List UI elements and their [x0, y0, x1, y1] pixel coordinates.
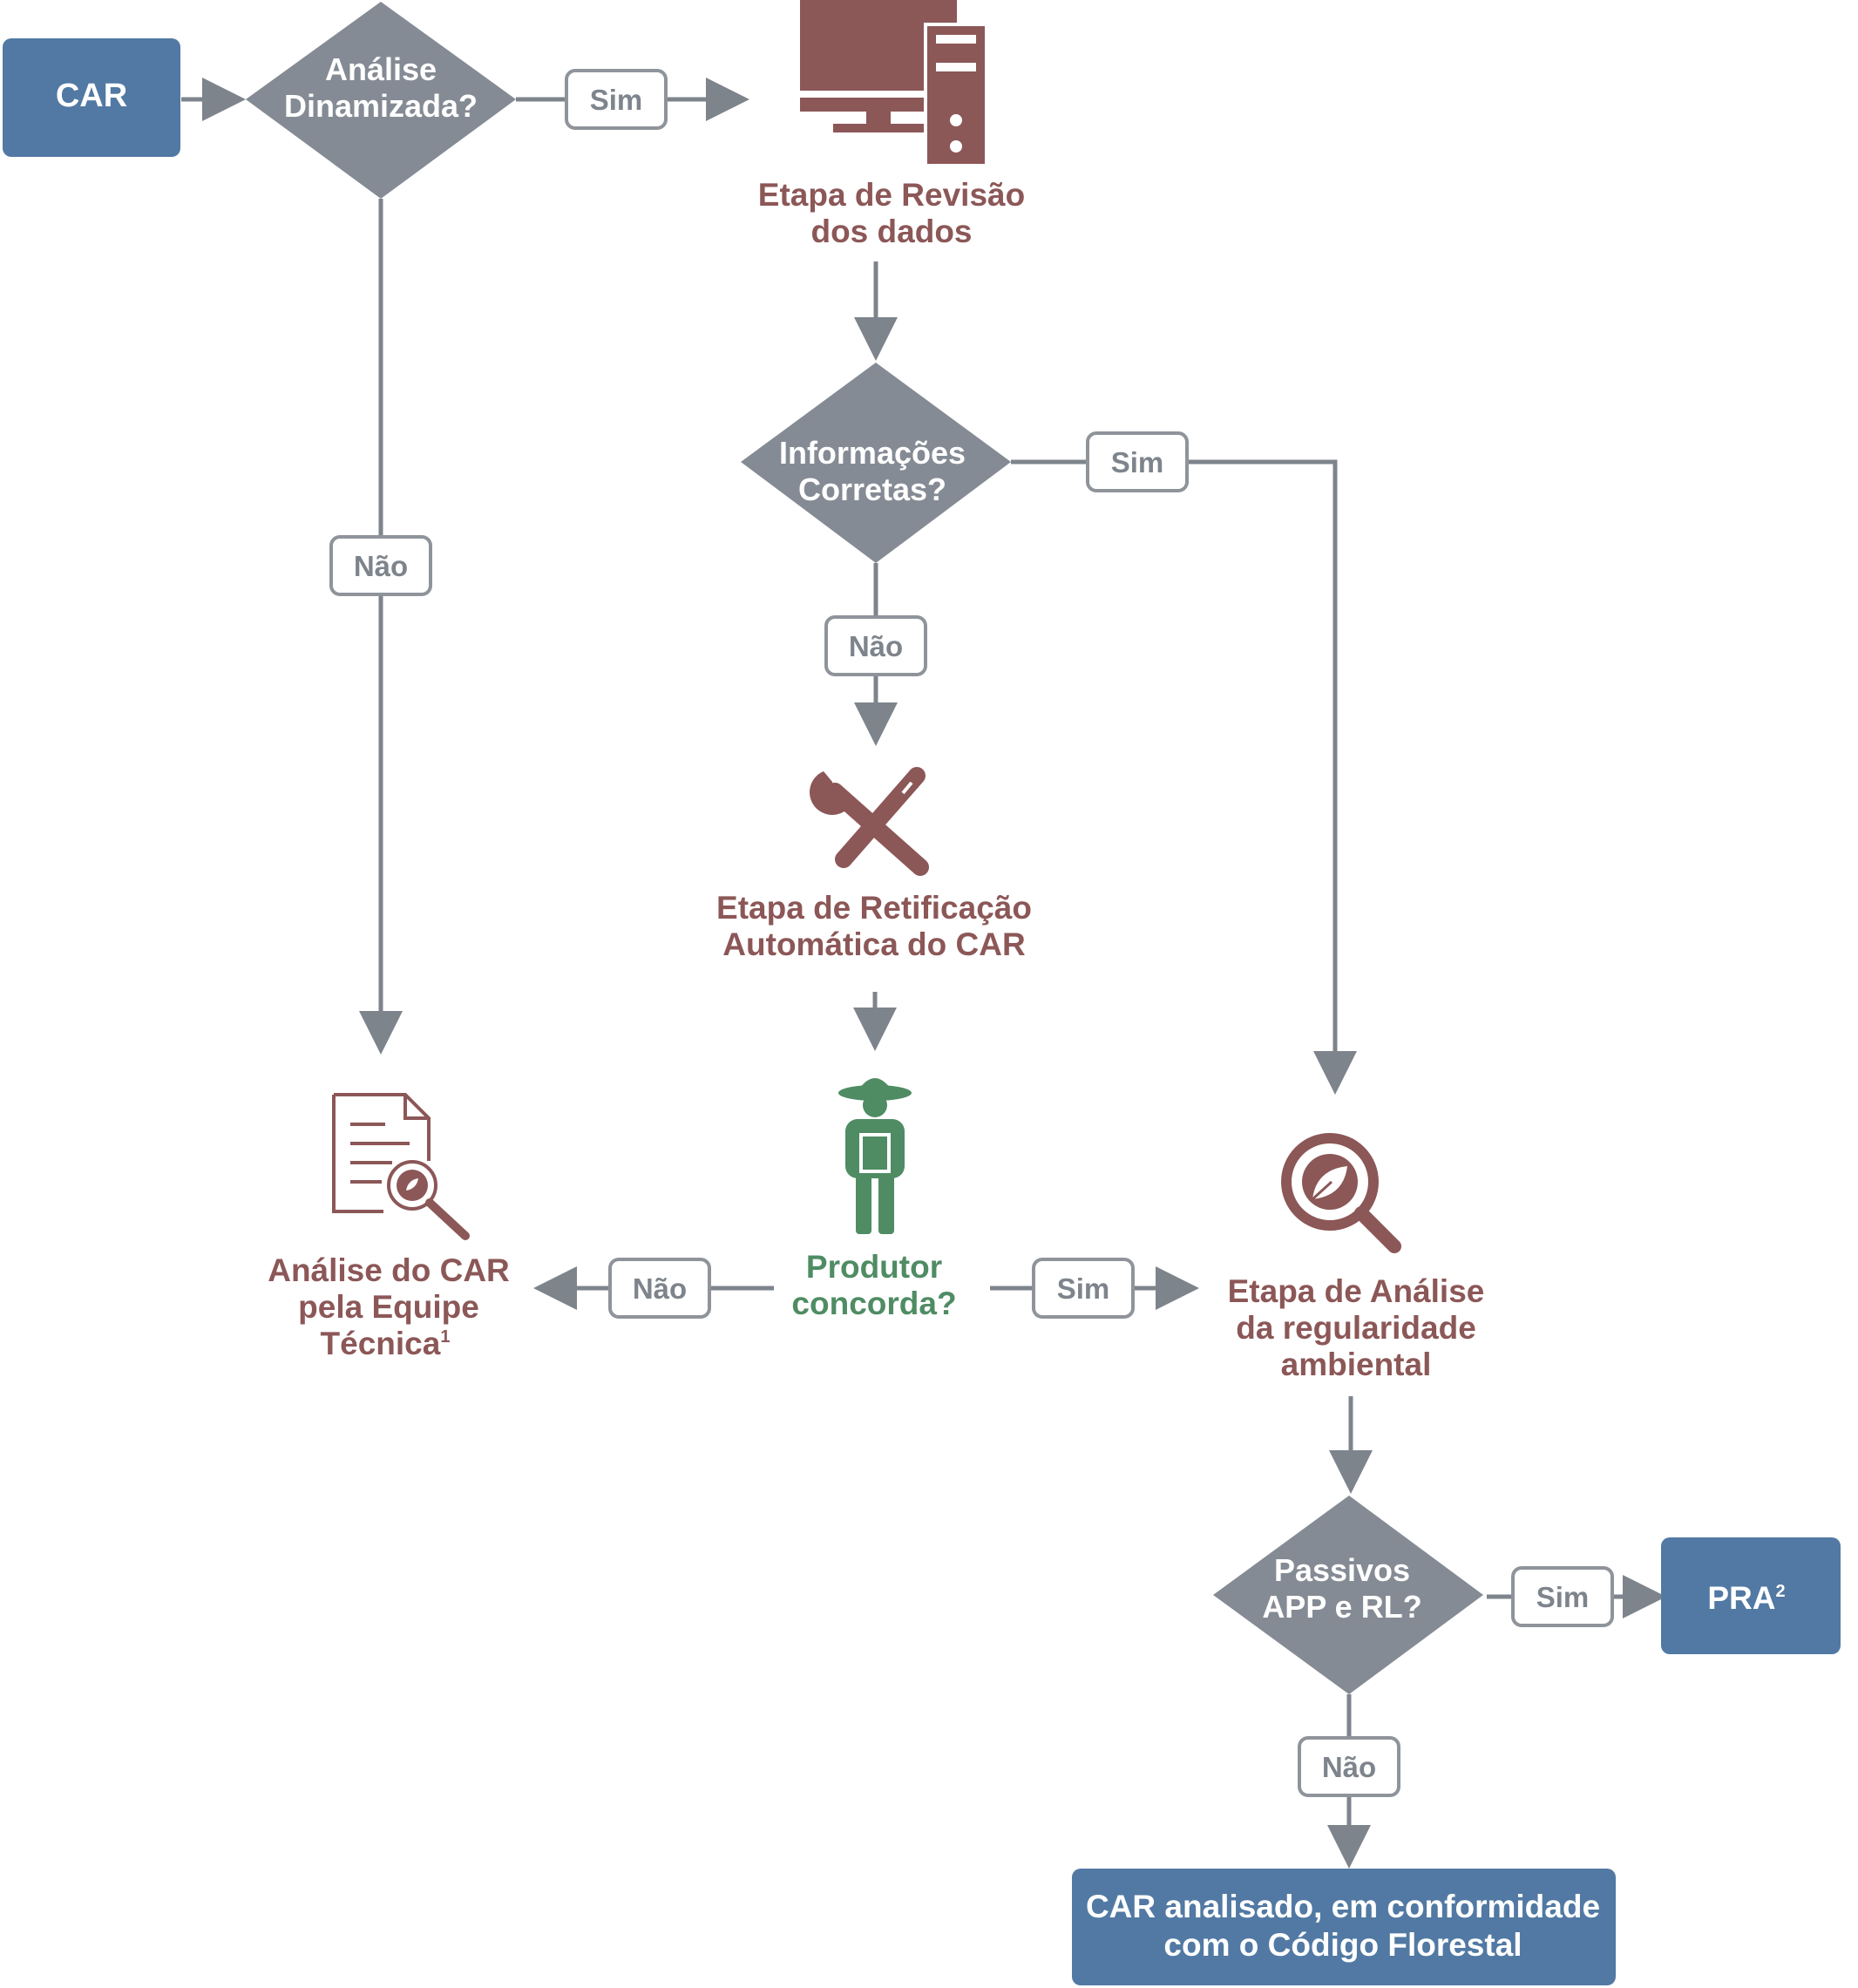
edge-label-informacoes-sim: Sim	[1086, 431, 1189, 492]
document-search-icon	[332, 1093, 470, 1240]
analise-equipe-line3: Técnica1	[321, 1326, 451, 1361]
decision-analise-dinamizada: Análise Dinamizada?	[246, 2, 516, 199]
decision-dinamizada-line2: Dinamizada?	[284, 88, 478, 124]
node-analise-equipe: Análise do CAR pela Equipe Técnica1	[268, 1252, 510, 1361]
car-final-line2: com o Código Florestal	[1163, 1927, 1522, 1963]
produtor-line2: concorda?	[791, 1286, 956, 1321]
edge-informacoes-sim-b	[1187, 459, 1357, 1095]
edge-label-dinamizada-nao: Não	[329, 535, 432, 596]
car-final-box: CAR analisado, em conformidade com o Cód…	[1072, 1869, 1616, 1985]
car-start-box: CAR	[3, 38, 180, 157]
label-nao: Não	[849, 630, 903, 662]
pra-box: PRA2	[1661, 1537, 1841, 1654]
analise-equipe-line2: pela Equipe	[298, 1289, 479, 1325]
label-sim: Sim	[1111, 446, 1164, 478]
edge-label-produtor-sim: Sim	[1032, 1258, 1135, 1319]
footnote-2: 2	[1776, 1582, 1786, 1601]
node-analise-regularidade: Etapa de Análise da regularidade ambient…	[1228, 1273, 1485, 1382]
decision-passivos-line1: Passivos	[1274, 1552, 1410, 1588]
farmer-icon	[838, 1078, 912, 1234]
node-produtor-concorda: Produtor concorda?	[791, 1249, 956, 1321]
label-sim: Sim	[1057, 1272, 1110, 1305]
edge-label-passivos-nao: Não	[1298, 1736, 1400, 1797]
retificacao-line1: Etapa de Retificação	[716, 890, 1032, 926]
label-nao: Não	[633, 1272, 687, 1305]
computer-icon	[800, 0, 985, 166]
regularidade-line2: da regularidade	[1236, 1310, 1476, 1346]
label-nao: Não	[1322, 1751, 1376, 1783]
label-sim: Sim	[590, 84, 643, 116]
connectors	[181, 78, 1666, 1869]
node-etapa-revisao: Etapa de Revisão dos dados	[758, 177, 1025, 249]
pra-label: PRA2	[1707, 1580, 1785, 1616]
retificacao-line2: Automática do CAR	[722, 926, 1025, 962]
leaf-magnifier-icon	[1281, 1133, 1401, 1253]
edge-label-produtor-nao: Não	[608, 1258, 711, 1319]
edge-label-informacoes-nao: Não	[824, 615, 927, 676]
car-final-line1: CAR analisado, em conformidade	[1086, 1889, 1600, 1924]
edge-label-dinamizada-sim: Sim	[565, 69, 668, 130]
regularidade-line1: Etapa de Análise	[1228, 1273, 1485, 1309]
decision-informacoes-line1: Informações	[779, 435, 966, 471]
pra-text: PRA	[1707, 1580, 1775, 1616]
car-start-label: CAR	[56, 78, 127, 114]
label-nao: Não	[354, 550, 408, 582]
wrench-screwdriver-icon	[809, 767, 929, 876]
revisao-line1: Etapa de Revisão	[758, 177, 1025, 213]
footnote-1: 1	[440, 1327, 450, 1347]
edge-label-passivos-sim: Sim	[1511, 1566, 1614, 1627]
analise-equipe-line1: Análise do CAR	[268, 1252, 510, 1288]
label-sim: Sim	[1536, 1581, 1590, 1613]
decision-informacoes-line2: Corretas?	[798, 472, 946, 507]
regularidade-line3: ambiental	[1281, 1347, 1432, 1382]
decision-passivos-line2: APP e RL?	[1262, 1589, 1421, 1625]
revisao-line2: dos dados	[810, 214, 972, 249]
decision-passivos-app-rl: Passivos APP e RL?	[1213, 1496, 1483, 1694]
produtor-line1: Produtor	[806, 1249, 942, 1285]
node-etapa-retificacao: Etapa de Retificação Automática do CAR	[716, 890, 1032, 962]
decision-informacoes-corretas: Informações Corretas?	[741, 363, 1011, 563]
analise-equipe-line3-text: Técnica	[321, 1326, 441, 1361]
decision-dinamizada-line1: Análise	[325, 51, 437, 87]
